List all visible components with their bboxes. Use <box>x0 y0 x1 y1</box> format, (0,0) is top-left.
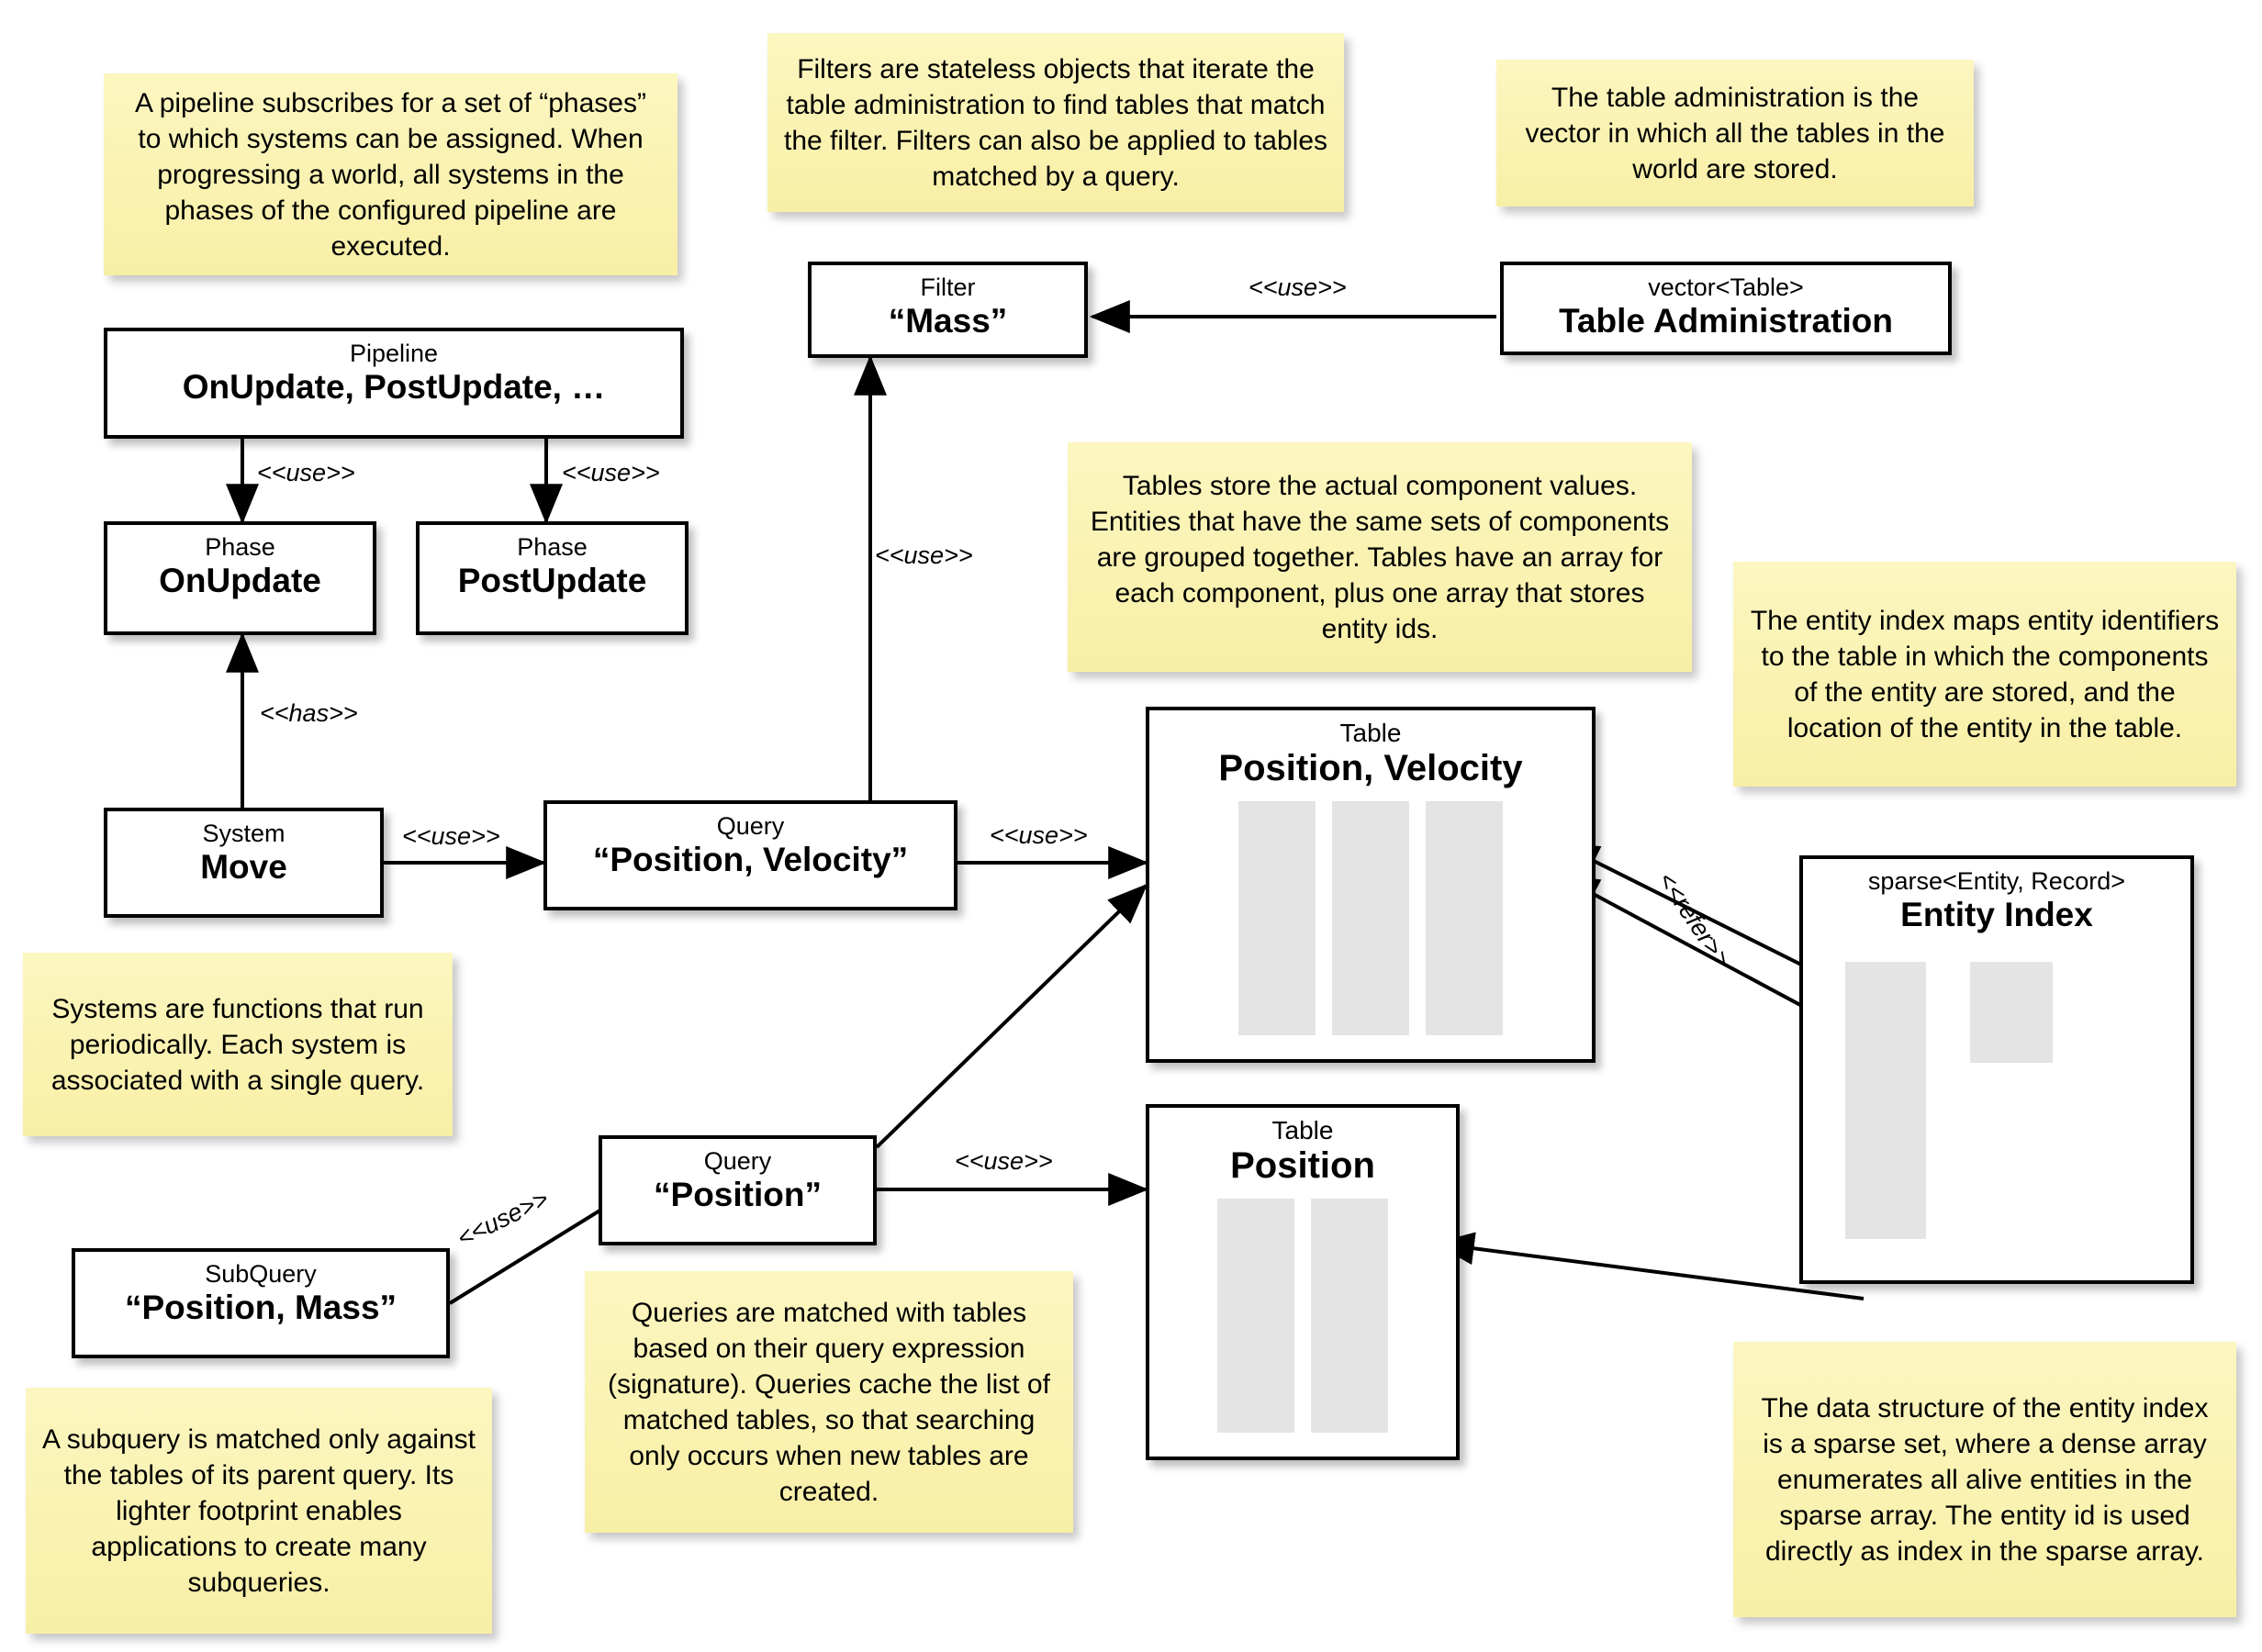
query-position-velocity-title: “Position, Velocity” <box>592 841 909 879</box>
phase-postupdate-title: PostUpdate <box>457 562 647 600</box>
note-pipeline: A pipeline subscribes for a set of “phas… <box>104 73 677 275</box>
table-position-title: Position <box>1230 1145 1375 1187</box>
query-position-stereotype: Query <box>703 1147 772 1175</box>
table-position-columns <box>1149 1186 1456 1457</box>
note-filters: Filters are stateless objects that itera… <box>767 33 1344 212</box>
note-queries: Queries are matched with tables based on… <box>585 1271 1073 1533</box>
note-entity-index: The entity index maps entity identifiers… <box>1733 562 2236 787</box>
edge-label-query-position-uses-table: <<use>> <box>955 1147 1053 1175</box>
note-systems: Systems are functions that run periodica… <box>23 953 453 1136</box>
table-position-stereotype: Table <box>1271 1116 1334 1144</box>
box-table-position[interactable]: Table Position <box>1146 1104 1460 1460</box>
box-filter-mass[interactable]: Filter “Mass” <box>808 262 1088 358</box>
table-column-array <box>1217 1199 1294 1433</box>
system-move-stereotype: System <box>202 820 286 847</box>
box-table-administration[interactable]: vector<Table> Table Administration <box>1500 262 1952 355</box>
note-sparse-set: The data structure of the entity index i… <box>1733 1342 2236 1617</box>
edge-label-pipeline-to-phase-postupdate: <<use>> <box>562 459 660 486</box>
entity-index-arrays <box>1803 859 2190 1280</box>
edge-label-pipeline-to-phase-onupdate: <<use>> <box>257 459 355 486</box>
box-table-position-velocity[interactable]: Table Position, Velocity <box>1146 707 1596 1063</box>
edge-label-entity-index-refer: <<refer>> <box>1652 866 1737 973</box>
phase-postupdate-stereotype: Phase <box>517 533 588 561</box>
query-position-title: “Position” <box>654 1176 822 1214</box>
edge-query-position-to-table-pv <box>875 883 1148 1149</box>
box-phase-onupdate[interactable]: Phase OnUpdate <box>104 521 376 635</box>
table-position-velocity-columns <box>1149 788 1592 1059</box>
box-entity-index[interactable]: sparse<Entity, Record> Entity Index <box>1799 855 2194 1284</box>
filter-mass-title: “Mass” <box>888 302 1008 340</box>
sparse-array <box>1845 962 1926 1239</box>
table-administration-stereotype: vector<Table> <box>1648 273 1804 301</box>
edge-label-system-uses-query: <<use>> <box>402 822 500 850</box>
note-table-administration: The table administration is the vector i… <box>1496 60 1974 206</box>
box-subquery-position-mass[interactable]: SubQuery “Position, Mass” <box>72 1248 450 1358</box>
filter-mass-stereotype: Filter <box>920 273 976 301</box>
pipeline-title: OnUpdate, PostUpdate, … <box>182 368 606 407</box>
entity-index-stereotype: sparse<Entity, Record> <box>1867 867 2126 895</box>
query-position-velocity-stereotype: Query <box>716 812 785 840</box>
phase-onupdate-title: OnUpdate <box>159 562 321 600</box>
phase-onupdate-stereotype: Phase <box>205 533 275 561</box>
dense-array <box>1970 962 2053 1063</box>
box-system-move[interactable]: System Move <box>104 808 384 918</box>
note-subquery: A subquery is matched only against the t… <box>26 1388 492 1634</box>
edge-label-query-uses-filter: <<use>> <box>875 541 973 569</box>
box-phase-postupdate[interactable]: Phase PostUpdate <box>416 521 689 635</box>
table-column-array <box>1238 801 1316 1035</box>
table-column-array <box>1426 801 1503 1035</box>
table-column-array <box>1332 801 1409 1035</box>
subquery-position-mass-stereotype: SubQuery <box>205 1260 317 1288</box>
entity-index-title: Entity Index <box>1900 896 2093 934</box>
table-position-velocity-stereotype: Table <box>1339 719 1402 747</box>
table-column-array <box>1311 1199 1388 1433</box>
edge-label-subquery-uses-query: <<use>> <box>453 1184 554 1253</box>
box-pipeline[interactable]: Pipeline OnUpdate, PostUpdate, … <box>104 328 684 439</box>
pipeline-stereotype: Pipeline <box>349 340 439 367</box>
edge-label-system-has-phase: <<has>> <box>260 699 358 727</box>
table-administration-title: Table Administration <box>1559 302 1893 340</box>
box-query-position[interactable]: Query “Position” <box>599 1135 877 1245</box>
table-position-velocity-title: Position, Velocity <box>1218 748 1523 789</box>
box-query-position-velocity[interactable]: Query “Position, Velocity” <box>543 800 957 910</box>
subquery-position-mass-title: “Position, Mass” <box>124 1289 398 1327</box>
note-tables: Tables store the actual component values… <box>1068 442 1692 672</box>
edge-label-query-uses-table: <<use>> <box>990 821 1088 849</box>
system-move-title: Move <box>200 848 287 887</box>
edge-label-tableadmin-uses-filter: <<use>> <box>1249 273 1347 301</box>
